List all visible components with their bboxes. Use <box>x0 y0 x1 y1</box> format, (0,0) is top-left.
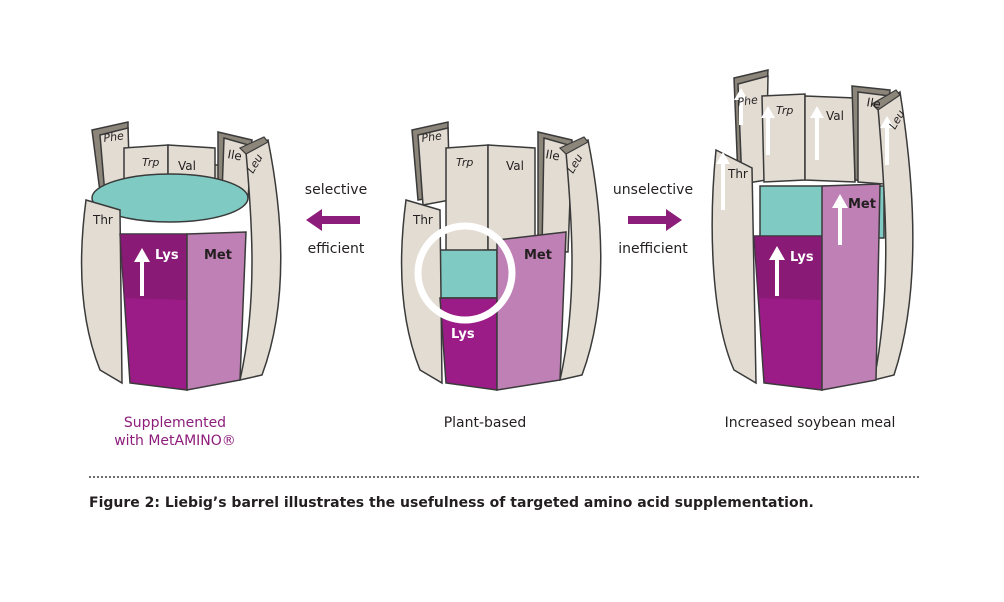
barrel-supplemented-label-line2: with MetAMINO® <box>114 433 236 449</box>
water-surface <box>91 173 249 223</box>
arrow-left-bottom-label: efficient <box>307 241 365 257</box>
barrel-supplemented-label-line1: Supplemented <box>123 415 227 431</box>
stave-leu <box>239 138 282 381</box>
svg-text:Lys: Lys <box>451 327 475 342</box>
svg-text:Val: Val <box>506 159 524 173</box>
svg-text:Val: Val <box>826 109 844 123</box>
arrow-right-top-label: unselective <box>612 182 694 198</box>
figure-caption: Figure 2: Liebig’s barrel illustrates th… <box>89 495 814 511</box>
svg-text:Lys: Lys <box>790 250 814 265</box>
svg-text:Met: Met <box>524 248 552 263</box>
arrow-left <box>306 209 360 231</box>
water-surface <box>436 249 498 299</box>
label-thr: Thr <box>92 213 113 227</box>
svg-text:Phe: Phe <box>737 93 759 109</box>
limiting-circle <box>414 222 516 324</box>
label-trp: Trp <box>142 156 159 169</box>
label-ile: Ile <box>226 147 242 163</box>
svg-text:Phe: Phe <box>421 129 443 145</box>
barrel-soybean-label: Increased soybean meal <box>724 415 896 431</box>
barrel-plant-label: Plant-based <box>443 415 527 431</box>
label-val: Val <box>178 159 196 173</box>
barrel-plant: Phe Trp Val Ile Leu Thr Lys Met <box>400 121 602 391</box>
svg-text:Ile: Ile <box>544 147 560 163</box>
stave-met <box>186 231 247 391</box>
barrel-supplemented-label: Supplemented with MetAMINO® <box>95 414 255 450</box>
arrow-right <box>628 209 682 231</box>
dotted-divider <box>89 476 919 478</box>
svg-text:Trp: Trp <box>456 156 473 169</box>
stave-thr <box>80 199 123 385</box>
label-met: Met <box>204 248 232 263</box>
label-phe: Phe <box>103 129 125 145</box>
arrow-right-bottom-label: inefficient <box>618 241 688 257</box>
svg-text:Trp: Trp <box>776 104 793 117</box>
barrel-soybean: Phe Trp Val Ile Leu Thr Lys Met <box>711 69 914 391</box>
label-lys: Lys <box>155 248 179 263</box>
svg-text:Met: Met <box>848 197 876 212</box>
arrow-left-top-label: selective <box>304 182 368 198</box>
svg-text:Thr: Thr <box>412 213 433 227</box>
svg-text:Ile: Ile <box>865 95 881 111</box>
svg-text:Thr: Thr <box>727 167 748 181</box>
barrel-supplemented: Phe Trp Val Ile Leu Thr Lys Met <box>80 121 282 391</box>
